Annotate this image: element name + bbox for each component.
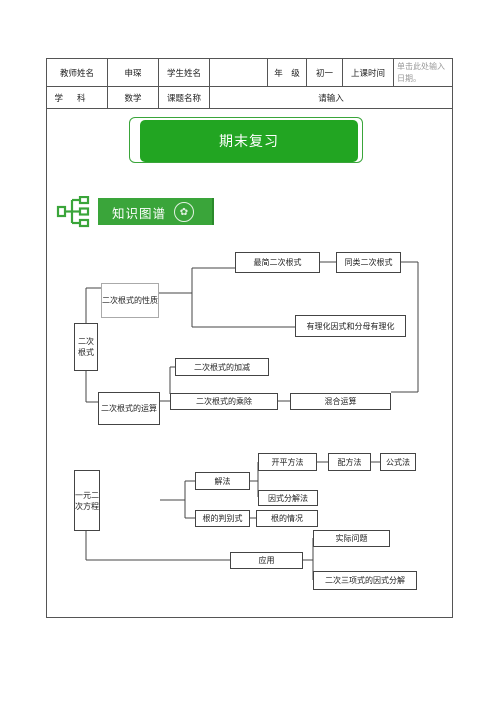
node-root-cases: 根的情况 bbox=[256, 510, 318, 527]
node-quadratic-radical: 二次根式 bbox=[74, 323, 98, 371]
school-logo-icon: ✿ bbox=[174, 202, 194, 222]
subject-value[interactable]: 数学 bbox=[107, 86, 159, 109]
node-radical-multiply-divide: 二次根式的乘除 bbox=[170, 393, 278, 410]
node-discriminant: 根的判别式 bbox=[195, 510, 250, 527]
node-solution-methods: 解法 bbox=[195, 472, 250, 490]
node-quadratic-equation: 一元二次方程 bbox=[74, 470, 100, 531]
banner-border bbox=[129, 117, 363, 163]
node-quadratic-formula: 公式法 bbox=[380, 453, 416, 471]
node-application: 应用 bbox=[230, 552, 303, 569]
node-radical-operations: 二次根式的运算 bbox=[98, 392, 160, 425]
lesson-info-table: 教师姓名 申琛 学生姓名 年 级 初一 上课时间 单击此处输入日期。 学科 数学… bbox=[46, 58, 453, 109]
section-title: 知识图谱 bbox=[112, 206, 167, 221]
section-title-bar bbox=[98, 198, 214, 225]
node-radical-add-subtract: 二次根式的加减 bbox=[175, 358, 269, 376]
node-completing-square: 配方法 bbox=[328, 453, 371, 471]
topic-input[interactable]: 请输入 bbox=[209, 86, 453, 109]
node-factorization-method: 因式分解法 bbox=[258, 490, 318, 506]
teacher-value[interactable]: 申琛 bbox=[107, 58, 159, 87]
node-square-root-method: 开平方法 bbox=[258, 453, 317, 471]
grade-value[interactable]: 初一 bbox=[306, 58, 343, 87]
time-label: 上课时间 bbox=[342, 58, 394, 87]
date-input[interactable]: 单击此处输入日期。 bbox=[393, 58, 453, 87]
banner-title: 期末复习 bbox=[140, 120, 358, 162]
node-rationalization: 有理化因式和分母有理化 bbox=[295, 315, 406, 337]
node-practical-problems: 实际问题 bbox=[313, 530, 390, 547]
node-trinomial-factorization: 二次三项式的因式分解 bbox=[313, 571, 417, 590]
knowledge-tree-icon bbox=[56, 196, 90, 228]
node-radical-properties: 二次根式的性质 bbox=[101, 283, 159, 318]
node-mixed-operations: 混合运算 bbox=[290, 393, 391, 410]
node-simplest-radical: 最简二次根式 bbox=[235, 252, 320, 273]
node-like-radicals: 同类二次根式 bbox=[336, 252, 401, 273]
